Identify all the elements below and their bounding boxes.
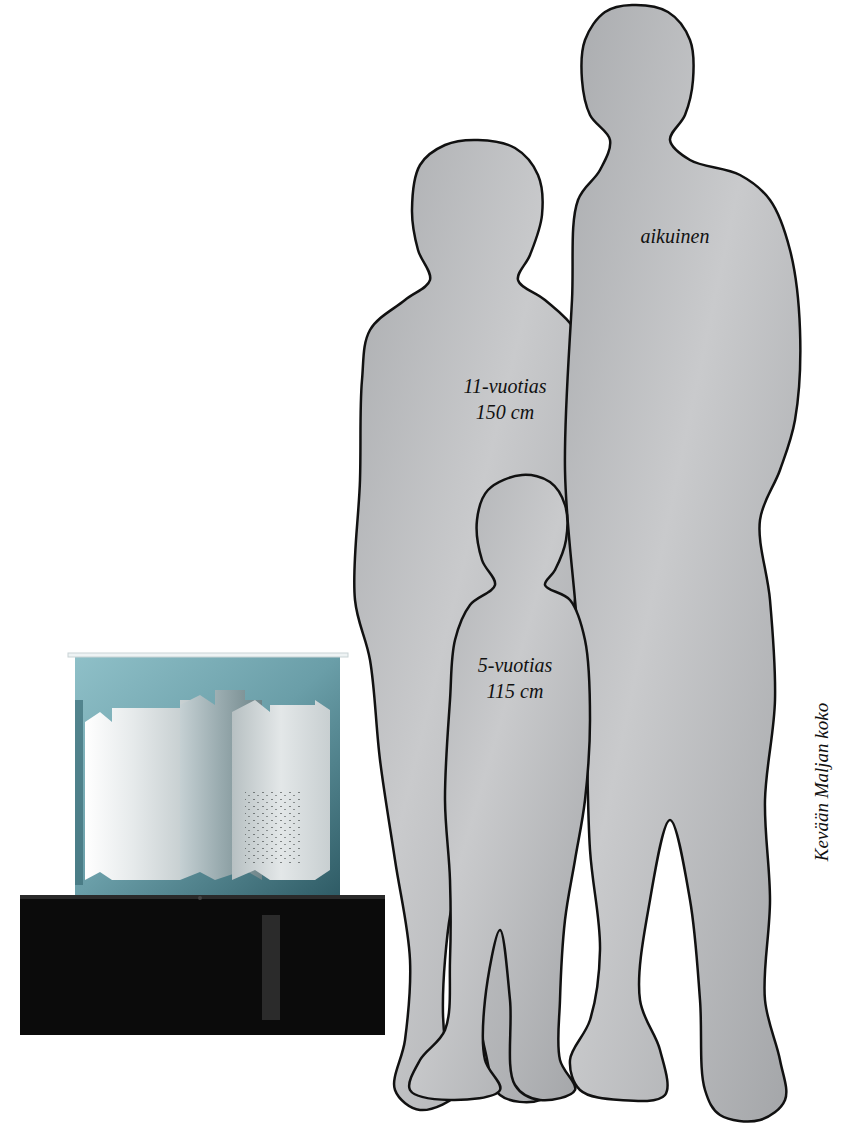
silhouette-outline (559, 0, 806, 1126)
silhouette-path (409, 475, 590, 1100)
figure-caption: 150 cm (476, 401, 534, 424)
person-silhouette: aikuinen (559, 0, 806, 1126)
figure-caption: 5-vuotias (478, 654, 552, 677)
figure-caption: 11-vuotias (464, 375, 547, 398)
person-silhouette: 5-vuotias 115 cm (404, 469, 596, 1106)
figure-caption: 115 cm (487, 680, 544, 703)
figure-caption: aikuinen (641, 225, 710, 248)
side-label: Kevään Maljan koko (811, 703, 833, 861)
silhouette-path (354, 140, 590, 1110)
cup-body (68, 653, 348, 895)
cup-base (20, 895, 385, 1035)
silhouette-outline (404, 469, 596, 1106)
silhouette-path (565, 5, 800, 1122)
